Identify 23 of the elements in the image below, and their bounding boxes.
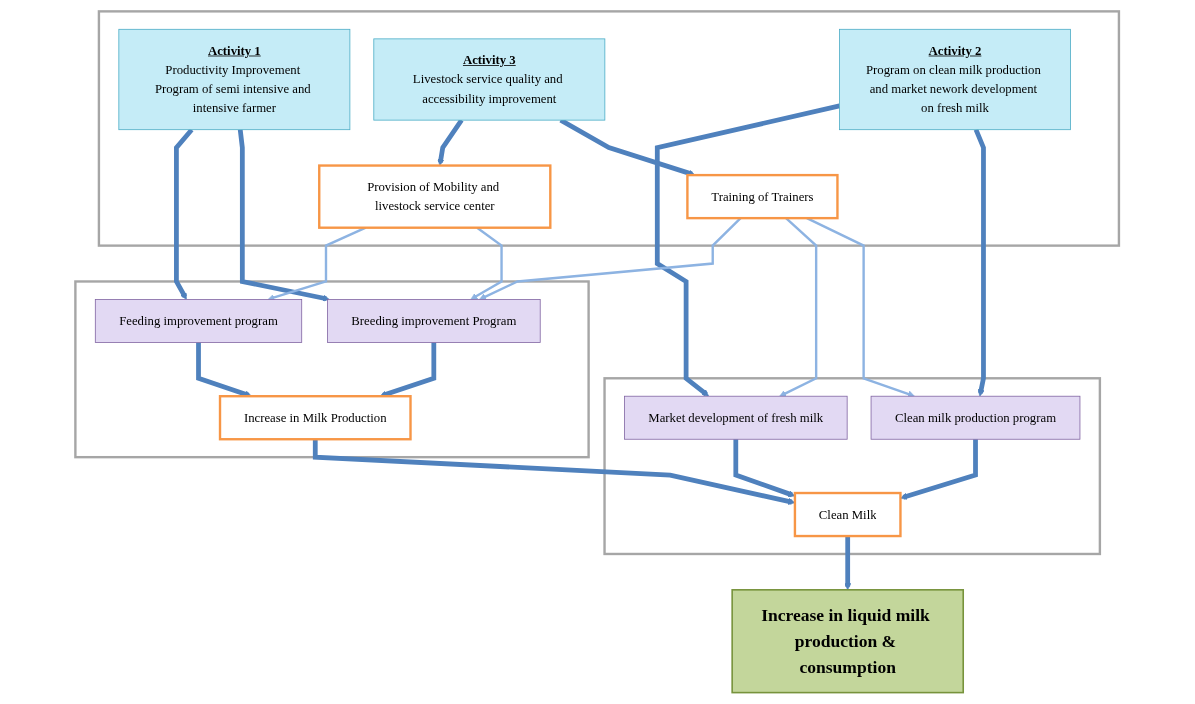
node-box: Activity 3 Livestock service quality and accessibility improvement <box>373 38 606 121</box>
arrow <box>844 536 852 591</box>
node-box: Increase in Milk Production <box>219 395 413 441</box>
node-box: Breeding improvement Program <box>327 299 541 343</box>
arrow <box>900 439 979 500</box>
cluster <box>603 377 1102 556</box>
arrow <box>974 128 987 397</box>
node-box: Increase in liquid milk production & consumption <box>731 589 965 694</box>
node-box: Provision of Mobility and livestock service center <box>318 164 552 229</box>
node-box: Clean milk production program <box>871 395 1081 440</box>
arrow <box>733 439 796 498</box>
arrow <box>174 128 194 300</box>
node-box: Activity 2 Program on clean milk production and market nework development on fresh milk <box>839 28 1072 131</box>
node-box: Activity 1 Productivity Improvement Program of semi intensive and intensive farmer <box>118 28 351 131</box>
node-box: Clean Milk <box>794 491 902 538</box>
cluster <box>74 280 591 459</box>
arrow <box>313 439 796 505</box>
node-box: Feeding improvement program <box>95 299 303 343</box>
arrow <box>655 103 841 397</box>
node-box: Training of Trainers <box>686 173 839 220</box>
node-box: Market development of fresh milk <box>624 395 848 440</box>
arrow <box>238 129 331 302</box>
cluster <box>98 10 1121 247</box>
